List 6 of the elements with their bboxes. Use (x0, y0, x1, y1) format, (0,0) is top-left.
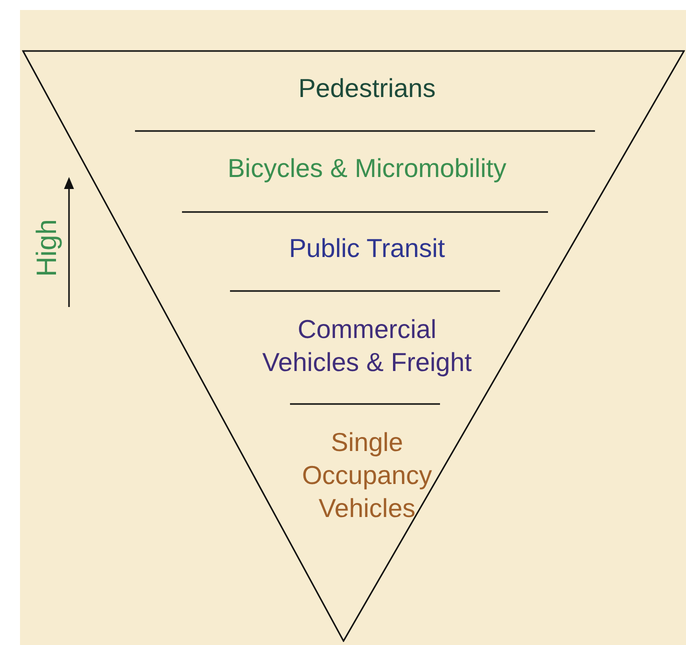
layer-label: Pedestrians (187, 72, 547, 105)
layer-label: Bicycles & Micromobility (157, 152, 577, 185)
layer-label: Single Occupancy Vehicles (292, 426, 442, 525)
axis-label: High (30, 219, 63, 277)
layer-label: Commercial Vehicles & Freight (247, 313, 487, 379)
layer-label: Public Transit (217, 232, 517, 265)
